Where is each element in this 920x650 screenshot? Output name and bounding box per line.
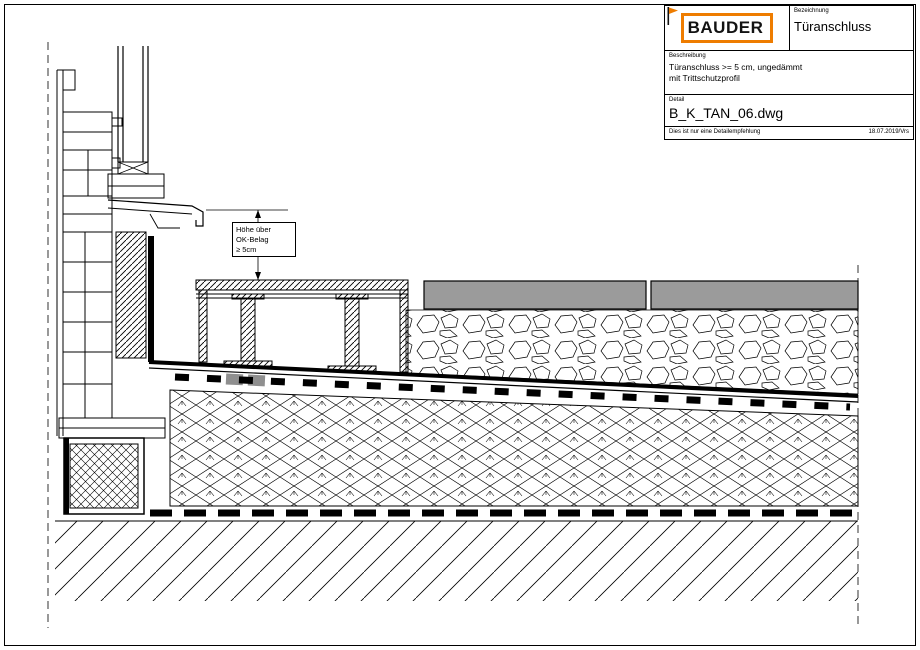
detail-filename: B_K_TAN_06.dwg — [669, 105, 784, 121]
insulation-layer — [169, 389, 859, 507]
break-lines — [47, 42, 859, 628]
title-block: BAUDER Bezeichnung Türanschluss Beschrei… — [664, 5, 914, 140]
logo-cell: BAUDER — [665, 6, 790, 50]
footer-note: Dies ist nur eine Detailempfehlung — [669, 129, 761, 135]
concrete-slab — [55, 520, 858, 601]
under-door-block — [63, 437, 145, 515]
door-frame-section — [56, 69, 166, 439]
title-cell: Bezeichnung Türanschluss — [790, 6, 913, 50]
paver-slab-left — [423, 280, 647, 310]
annotation-line: OK-Belag — [236, 234, 269, 244]
footer-date: 18.07.2019/Vrs — [868, 129, 909, 135]
gravel-layer — [405, 309, 859, 395]
title-block-row-detail: Detail B_K_TAN_06.dwg — [665, 95, 913, 127]
detail-label: Detail — [669, 97, 685, 103]
paver-slab-right — [650, 280, 859, 310]
tread-protection-profile — [195, 279, 409, 373]
window-glazing — [107, 46, 165, 199]
annotation-line: ≥ 5cm — [236, 244, 257, 254]
bezeichnung-label: Bezeichnung — [794, 8, 829, 14]
description-line-2: mit Trittschutzprofil — [669, 73, 740, 84]
title-block-row-footer: Dies ist nur eine Detailempfehlung 18.07… — [665, 127, 913, 139]
beschreibung-label: Beschreibung — [669, 53, 706, 59]
window-sill — [107, 199, 204, 359]
title-block-row-description: Beschreibung Türanschluss >= 5 cm, unged… — [665, 51, 913, 95]
flag-icon — [667, 7, 678, 25]
waterproofing-membrane — [148, 236, 859, 411]
drawing-frame-border — [4, 4, 916, 646]
logo-text: BAUDER — [687, 18, 764, 37]
height-annotation: Höhe über OK-Belag ≥ 5cm — [232, 222, 296, 258]
drawing-title: Türanschluss — [794, 19, 872, 34]
title-block-row-header: BAUDER Bezeichnung Türanschluss — [665, 6, 913, 51]
bauder-logo: BAUDER — [667, 7, 774, 43]
description-line-1: Türanschluss >= 5 cm, ungedämmt — [669, 62, 803, 72]
annotation-line: Höhe über — [236, 225, 272, 234]
